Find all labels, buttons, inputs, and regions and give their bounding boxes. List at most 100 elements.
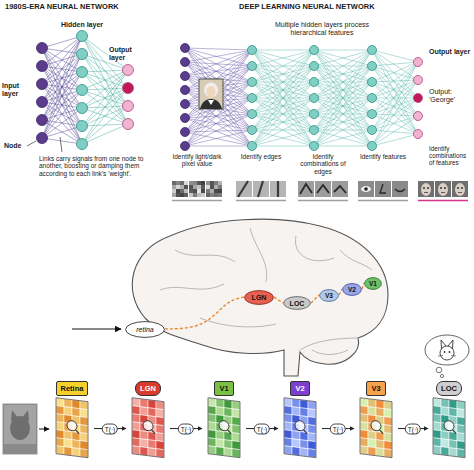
brain-outline [132,219,388,376]
grid-cell [284,430,292,439]
grid-cell [132,406,140,415]
pixel-cell [176,193,180,197]
pixel-cell [176,189,180,193]
network-node [248,62,257,71]
network-link [372,116,418,146]
edge-combination [300,184,312,194]
network-node [310,46,319,55]
pixel-cell [197,193,201,197]
network-link [252,66,314,146]
network-link [185,48,252,146]
grid-cell [360,414,368,423]
thumbnail [358,181,374,197]
grid-cell [384,449,392,458]
annotation: Node [3,142,27,150]
grid-cell [224,400,232,409]
network-node [414,94,423,103]
area-fill [245,290,274,304]
network-node [77,31,88,42]
grid-cell [384,417,392,426]
network-link [252,50,314,98]
network-link [185,66,252,76]
transform-label: T(·) [405,423,421,434]
network-link [252,98,314,146]
portrait-collar [208,100,214,105]
network-node [368,46,377,55]
edge-combination [334,186,346,193]
portrait-frame [199,79,223,109]
network-node [181,100,190,109]
network-link [372,66,418,98]
pixel-cell [206,189,210,193]
grid-cell [441,439,449,448]
network-node [414,130,423,139]
stage-tag: V1 [214,381,233,396]
grid-cell [232,417,240,426]
network-link [252,50,314,146]
grid-cell [360,430,368,439]
thumbnail [315,181,331,197]
thumbnail [435,181,451,197]
network-link [82,124,128,144]
transform-label: T(·) [254,423,270,434]
network-link [314,146,372,147]
thumb-ground [253,181,269,197]
grid-cell [232,441,240,450]
edge-stroke [258,181,263,197]
photo-frame [3,404,37,454]
edge-combination [317,185,329,193]
face-mouth [424,192,428,193]
network-link [42,138,82,144]
pixel-cell [218,185,222,189]
pixel-cell [201,193,205,197]
grid-cell [140,407,148,416]
grid-cell [56,438,64,447]
grid-cell [433,422,441,431]
network-link [372,98,418,99]
grid-cell [156,409,164,418]
grid-cell [80,409,88,418]
network-link [314,50,372,130]
network-link [314,50,372,82]
thumb-ground [270,181,286,197]
grid-cell [232,425,240,434]
grid-pane [433,398,465,458]
grid-cell [368,439,376,448]
brain-sulcus [200,318,276,327]
grid-cell [449,408,457,417]
magnifier-handle [453,430,457,434]
brain-area: LGN [244,290,274,305]
leader-line [27,141,36,146]
thumbnail [452,181,468,197]
network-link [185,62,252,146]
network-node [123,65,134,76]
network-node [368,78,377,87]
pathway-line [165,297,244,329]
network-link [42,108,82,138]
annotation: Identify combinations of edges [294,153,352,175]
face-eye [440,187,442,189]
thumbnail [332,181,348,197]
network-node [181,128,190,137]
network-link [314,50,372,51]
face-oval [438,183,448,196]
grid-cell [140,431,148,440]
layer-nodes [77,31,88,150]
annotation: Links carry signals from one node to ano… [38,155,150,177]
pixel-cell [193,181,197,185]
face-eye [427,187,429,189]
network-link [314,50,372,146]
grid-cell [232,409,240,418]
grid-cell [449,400,457,409]
grid-cell [72,400,80,409]
network-link [372,134,418,146]
thumb-ground [452,181,468,197]
grid-cell [292,439,300,448]
thumb-ground [236,181,252,197]
grid-cell [384,401,392,410]
grid-cell [384,441,392,450]
grid-cell [384,409,392,418]
pixel-cell [206,181,210,185]
network-node [414,76,423,85]
